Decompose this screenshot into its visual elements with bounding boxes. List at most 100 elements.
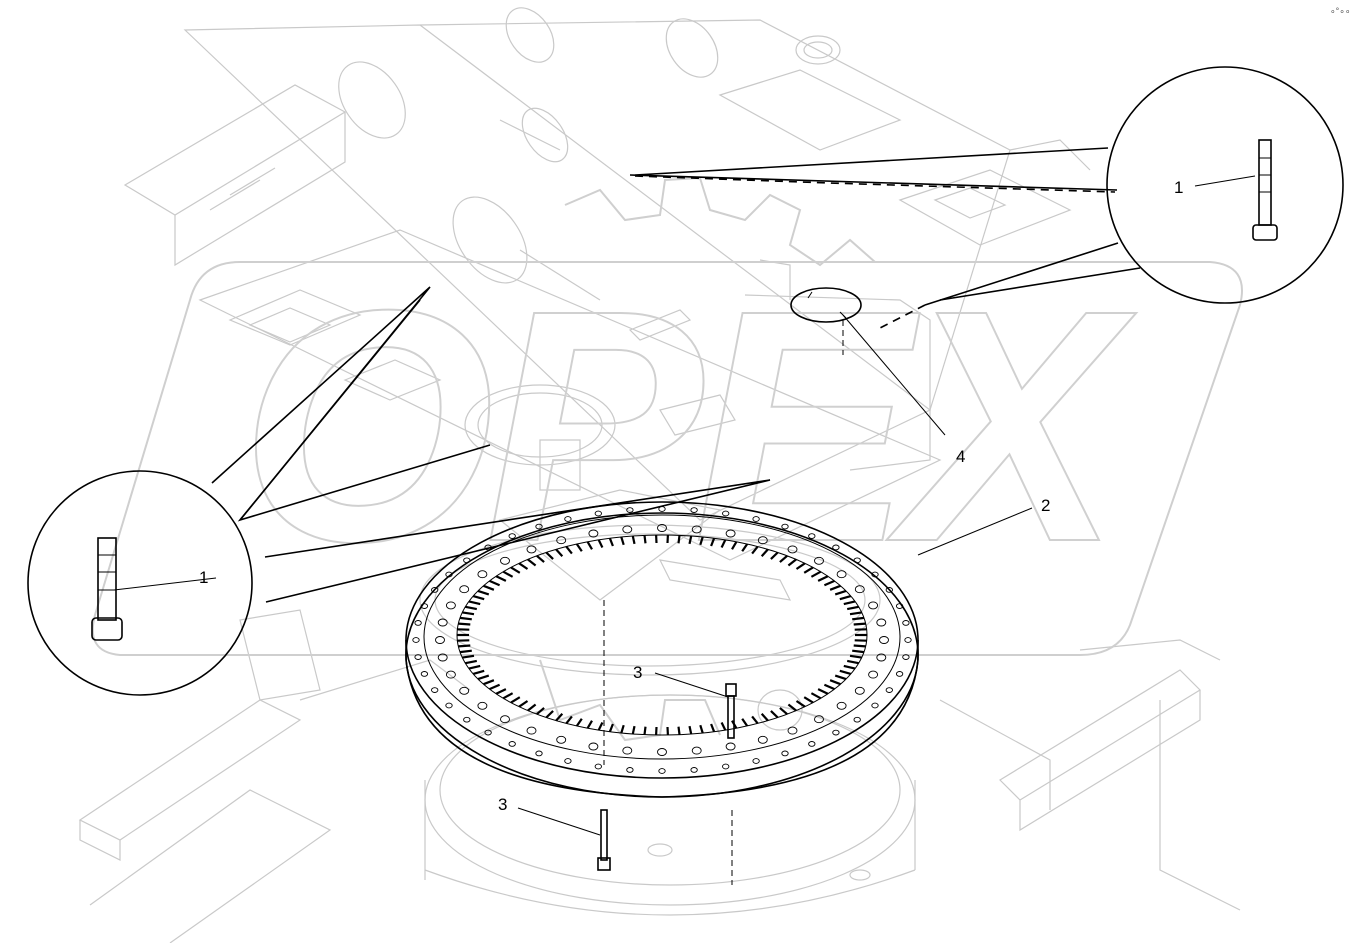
bolt-hole [781, 750, 789, 757]
gear-tooth [620, 536, 625, 546]
gear-tooth [677, 535, 681, 544]
bolt-hole [871, 571, 879, 578]
gear-tooth [731, 541, 738, 550]
gear-tooth [760, 713, 769, 722]
bolt-hole [853, 716, 861, 723]
bolt-hole [414, 654, 422, 660]
bolt-hole [437, 618, 448, 627]
gear-tooth [608, 723, 614, 733]
callout-label-2: 2 [1041, 496, 1050, 515]
gear-tooth [465, 605, 478, 611]
bolt-hole [832, 729, 840, 736]
bolt-hole [868, 670, 879, 679]
bolt-hole [690, 507, 698, 513]
bolt-hole [836, 701, 847, 710]
bolt-hole [459, 585, 470, 594]
bolt-hole [431, 587, 439, 593]
gear-tooth [843, 600, 856, 606]
gear-tooth [843, 664, 856, 670]
upper-frame-structure [78, 7, 1241, 943]
gear-tooth [468, 664, 481, 670]
bolt-hole [412, 637, 420, 643]
leader-lines [113, 175, 1256, 836]
gear-tooth [518, 562, 529, 570]
bolt-hole [556, 536, 567, 545]
gear-tooth [810, 692, 822, 700]
callout-label-3-lower: 3 [498, 795, 507, 814]
gear-tooth [643, 535, 647, 544]
gear-tooth [834, 674, 847, 681]
bolt-hole [500, 556, 510, 565]
gear-tooth [760, 548, 769, 557]
bolt-hole [787, 726, 798, 735]
gear-tooth [510, 696, 521, 704]
detail-circle-right [629, 66, 1344, 329]
gear-tooth [620, 724, 625, 734]
watermark-text: OPEX [240, 241, 1137, 610]
bolt-hole [725, 529, 736, 538]
bolt-hole [594, 763, 602, 770]
bolt-hole [484, 729, 492, 736]
gear-tooth [643, 726, 647, 735]
gear-tooth [829, 584, 841, 591]
bolt-hole [477, 570, 488, 579]
bolt-hole [781, 523, 789, 530]
gear-tooth [545, 551, 554, 560]
gear-tooth [597, 722, 604, 731]
gear-tooth [720, 539, 727, 548]
gear-tooth [710, 723, 716, 733]
bolt-hole [420, 671, 429, 677]
gear-tooth [477, 589, 490, 596]
gear-tooth [829, 679, 841, 686]
gear-tooth [510, 566, 521, 574]
gear-tooth [565, 715, 573, 725]
gear-tooth [502, 570, 514, 578]
gear-tooth [527, 703, 537, 712]
gear-tooth [597, 539, 604, 548]
gear-tooth [575, 543, 583, 552]
bolt-hole [895, 603, 904, 609]
bolt-hole [564, 516, 572, 522]
callout-label-1-left: 1 [199, 568, 208, 587]
gear-tooth [472, 595, 485, 601]
gear-tooth [787, 558, 797, 567]
gear-tooth [502, 692, 514, 700]
bolt-hole [658, 768, 666, 774]
bolt-hole [902, 620, 910, 626]
bolt-hole [876, 653, 887, 662]
gear-tooth [849, 654, 862, 659]
gear-tooth [459, 649, 472, 654]
detail-circle-left [27, 286, 771, 696]
bolt-hole [691, 746, 702, 755]
bolt-hole [885, 687, 893, 693]
bolt-hole [556, 735, 567, 744]
gear-tooth [710, 537, 716, 547]
bolt-hole [535, 523, 543, 530]
gear-tooth [472, 669, 485, 675]
gear-tooth [770, 710, 779, 719]
gear-tooth [536, 707, 545, 716]
gear-tooth [688, 535, 693, 545]
gear-tooth [518, 700, 529, 708]
bolt-hole [853, 557, 861, 564]
gear-tooth [545, 710, 554, 719]
gear-tooth [688, 725, 693, 735]
bolt-hole [691, 525, 702, 534]
gear-tooth [458, 644, 471, 648]
gear-tooth [720, 722, 727, 731]
bolt-hole [725, 742, 736, 751]
gear-tooth [495, 688, 507, 695]
bolt-hole [431, 687, 439, 693]
gear-tooth [458, 622, 471, 626]
gear-tooth [465, 659, 478, 665]
gear-tooth [795, 562, 806, 570]
opex-watermark: OPEX [91, 176, 1243, 742]
bolt-hole [445, 571, 453, 578]
gear-tooth [575, 718, 583, 727]
gear-tooth [823, 683, 835, 691]
bolt-hole [420, 603, 429, 609]
bolt-hole [657, 748, 667, 756]
gear-tooth [565, 545, 573, 555]
bolt-hole [435, 636, 445, 644]
